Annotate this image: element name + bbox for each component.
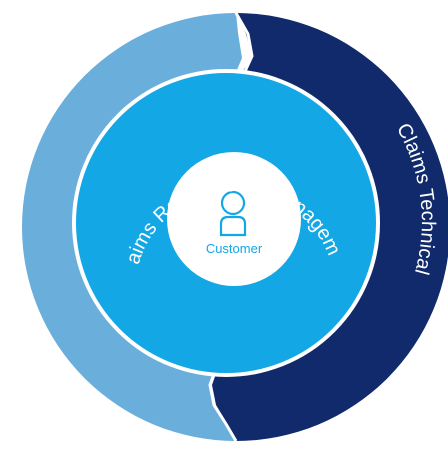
center-circle	[167, 152, 301, 286]
outer-segment-claims-technical	[212, 13, 448, 441]
person-icon	[219, 190, 247, 237]
outer-segment-risk-solutions	[22, 13, 242, 441]
center-customer-label: Customer	[206, 241, 263, 256]
